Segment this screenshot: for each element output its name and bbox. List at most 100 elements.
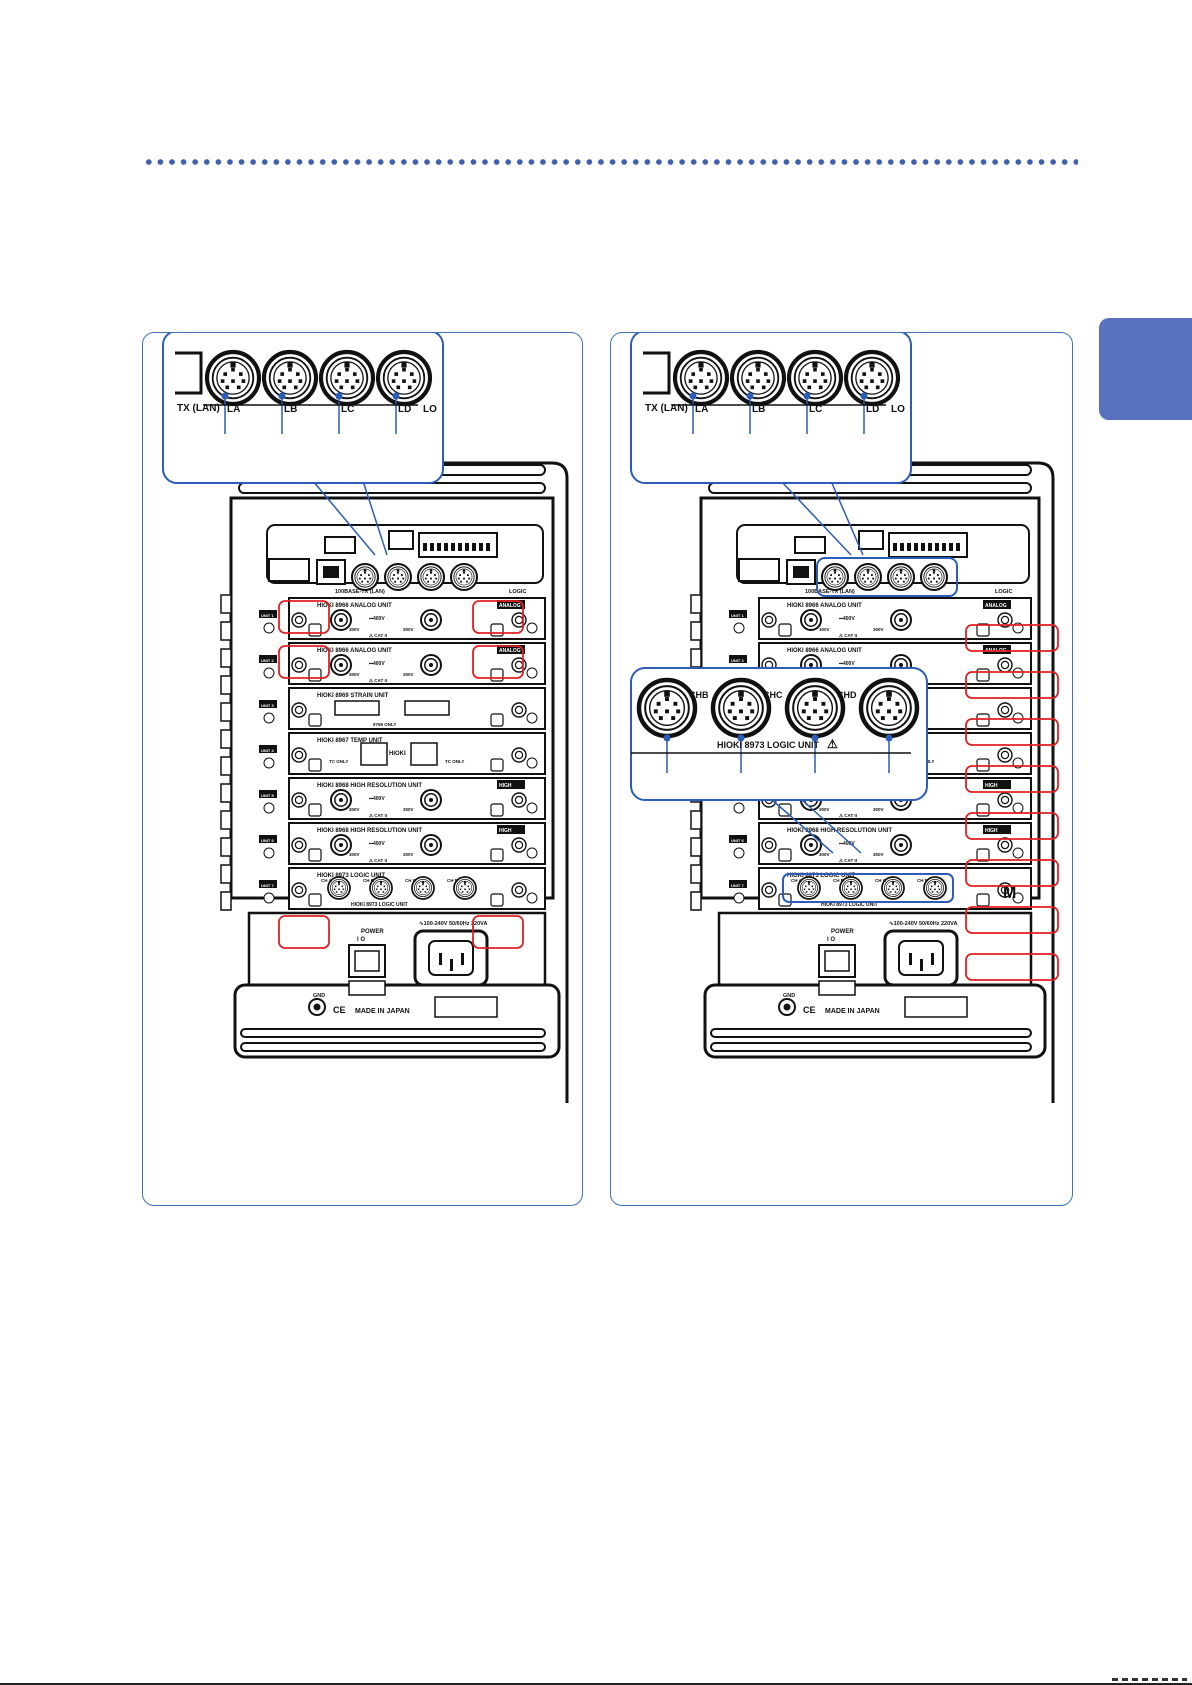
logic-port-LB-pin: [870, 574, 873, 576]
bottom-rail: [710, 1028, 1032, 1038]
unit-name-label: HIOKI 8968 HIGH RESOLUTION UNIT: [787, 828, 892, 834]
logic-unit-marker: M: [1003, 885, 1016, 902]
ac-pin: [909, 953, 912, 965]
footer-ticks: [1112, 1678, 1187, 1681]
dip-toggle: [942, 543, 946, 551]
logic-port-LA-pin: [360, 574, 363, 576]
unit-screw-inner: [294, 660, 304, 670]
logic-unit-port-pin: [846, 885, 849, 888]
logic-unit-port-zoom-pin: [656, 701, 661, 706]
logic-unit-port-key: [891, 881, 895, 884]
logic-unit-port-zoom-pin: [676, 709, 681, 714]
unit-channel-highlight: [472, 915, 524, 949]
logic-unit-ch-label: CH B: [833, 878, 845, 883]
logic-port-LC-key: [429, 569, 433, 572]
rating-plate: [348, 980, 386, 996]
logic-unit-port-pin: [938, 888, 941, 891]
unit-name-label: HIOKI 8969 STRAIN UNIT: [317, 693, 389, 699]
unit-latch: [308, 848, 322, 862]
logic-port-LC-zoom-pin: [805, 372, 810, 376]
logic-port-LD-zoom-pin: [391, 379, 396, 383]
side-ridge: [220, 729, 232, 749]
unit-channel-highlight: [472, 600, 524, 634]
unit-badge-label: ANALOG: [499, 648, 521, 654]
unit-name-label: HIOKI 8967 TEMP UNIT: [317, 738, 383, 744]
logic-unit-port-zoom-pin: [813, 697, 817, 701]
unit-slot-label: UNIT 5: [261, 793, 274, 798]
unit-screw-inner: [294, 885, 304, 895]
logic-suffix-label: LO: [891, 404, 905, 415]
logic-unit-port-pin: [808, 888, 810, 891]
logic-unit-port-pin: [422, 883, 424, 886]
logic-unit-port-inner: [457, 880, 473, 896]
logic-port-LC-pin: [427, 580, 430, 583]
unit-channel-number: [1012, 667, 1024, 679]
side-ridge: [690, 621, 702, 641]
logic-port-LC-pin: [430, 571, 432, 574]
unit-slot-tag: [259, 610, 277, 618]
unit-channel-number: [263, 757, 275, 769]
label-plate: [268, 558, 310, 582]
logic-unit-port-pin: [467, 885, 470, 888]
logic-port-LA-zoom-key: [698, 362, 704, 368]
logic-port-LC-zoom-pin: [807, 385, 812, 390]
rating-label: ⎓400V: [839, 616, 855, 622]
logic-unit-port-pin: [340, 891, 343, 893]
unit-channel-highlight: [965, 953, 1059, 981]
side-ridge: [220, 648, 232, 668]
callout-leader: [800, 798, 862, 854]
unit-latch: [976, 623, 990, 637]
usb-port: [324, 536, 356, 554]
unit-latch: [490, 668, 504, 682]
logic-unit-port-inner: [415, 880, 431, 896]
unit-latch: [490, 893, 504, 907]
cat-label: ⚠ CAT II: [839, 813, 857, 818]
logic-port-LD-pin: [935, 580, 938, 583]
logic-port-LB-pin: [867, 571, 869, 574]
bnc-input-pin: [809, 618, 813, 622]
unit-badge: [497, 600, 525, 609]
power-switch-marks: I O: [827, 937, 835, 943]
logic-unit-port-pin: [803, 888, 806, 891]
logic-port-LB-pin: [397, 571, 399, 574]
logic-port-LB-pin: [399, 580, 402, 583]
logic-port-LB-zoom-pin: [288, 379, 292, 383]
logic-port-LC-pin: [905, 577, 908, 580]
logic-port-LA-pin: [358, 577, 361, 580]
logic-port-LC-zoom-inner: [798, 361, 832, 395]
bottom-rail: [240, 1028, 546, 1038]
logic-unit-ch-label: CH D: [917, 878, 929, 883]
logic-port-LC-pin: [426, 574, 429, 576]
unit-latch: [976, 893, 990, 907]
side-ridge: [220, 864, 232, 884]
logic-unit-highlight: [782, 873, 954, 903]
logic-unit-port-pin: [934, 883, 936, 886]
logic-unit-port-zoom-pin: [671, 716, 676, 721]
side-ridge: [690, 648, 702, 668]
unit-screw-inner: [514, 795, 524, 805]
callout-leader: [830, 480, 864, 556]
unit-screw-inner: [294, 615, 304, 625]
logic-port-LD-zoom-pin: [409, 372, 414, 376]
logic-unit-port-zoom-pin: [804, 701, 809, 706]
logic-port-LB-pin: [867, 577, 869, 580]
cat-label: ⚠ CAT II: [369, 813, 387, 818]
logic-unit-port-zoom-pin: [658, 716, 663, 721]
chapter-side-tab: [1099, 318, 1192, 420]
tc-connector: [360, 742, 388, 766]
logic-unit-port-zoom-pin: [875, 709, 880, 714]
logic-port-LB-zoom-inner: [273, 361, 307, 395]
logic-port-LD-zoom-inner: [855, 361, 889, 395]
logic-port-LB-inner: [389, 568, 407, 586]
power-label: POWER: [831, 929, 854, 935]
logic-unit-port-inner: [331, 880, 347, 896]
logic-port-label: LC: [809, 404, 822, 415]
unit-slot-label: UNIT 3: [261, 703, 274, 708]
logic-port-LA-zoom-pin: [236, 385, 241, 390]
logic-port-LB-pin: [402, 577, 405, 580]
logic-port-label: LA: [695, 404, 708, 415]
unit-name-label: HIOKI 8968 HIGH RESOLUTION UNIT: [317, 828, 422, 834]
logic-port-LA-pin: [364, 577, 366, 580]
unit-slot-label: UNIT 4: [261, 748, 274, 753]
